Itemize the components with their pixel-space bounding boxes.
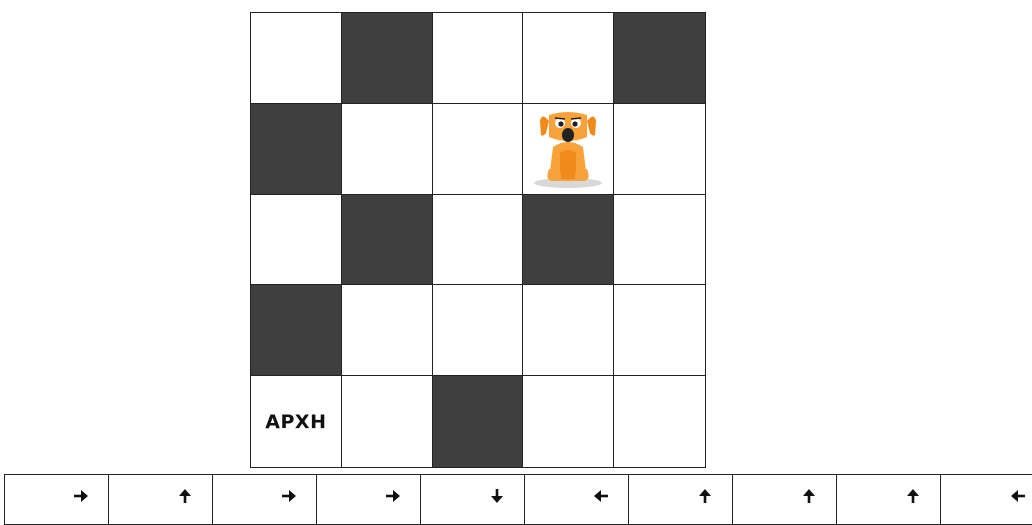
board-cell xyxy=(523,376,614,467)
game-board: ΑΡΧΗ xyxy=(250,12,706,468)
arrow-up-icon xyxy=(176,487,194,505)
board-cell-blocked xyxy=(251,104,342,195)
command-slot xyxy=(733,475,837,524)
command-slot xyxy=(109,475,213,524)
arrow-up-icon xyxy=(696,487,714,505)
arrow-right-icon xyxy=(72,487,90,505)
board-cell xyxy=(251,13,342,104)
board-cell xyxy=(342,285,433,376)
arrow-left-icon xyxy=(1009,487,1027,505)
board-cell-blocked xyxy=(614,13,705,104)
arrow-down-icon xyxy=(488,487,506,505)
board-cell xyxy=(523,13,614,104)
board-cell xyxy=(614,376,705,467)
arrow-up-icon xyxy=(904,487,922,505)
arrow-right-icon xyxy=(280,487,298,505)
board-cell xyxy=(251,195,342,286)
command-slot xyxy=(317,475,421,524)
board-cell xyxy=(614,285,705,376)
board-cell-blocked xyxy=(251,285,342,376)
arrow-left-icon xyxy=(592,487,610,505)
command-slot xyxy=(421,475,525,524)
command-slot xyxy=(213,475,317,524)
board-cell xyxy=(342,104,433,195)
board-cell-blocked xyxy=(342,13,433,104)
board-cell-blocked xyxy=(342,195,433,286)
board-cell xyxy=(342,376,433,467)
board-cell xyxy=(433,13,524,104)
board-cell xyxy=(614,195,705,286)
board-cell xyxy=(523,104,614,195)
command-sequence xyxy=(4,474,1032,525)
board-cell xyxy=(433,195,524,286)
start-label: ΑΡΧΗ xyxy=(265,411,326,433)
board-cell xyxy=(433,104,524,195)
arrow-right-icon xyxy=(384,487,402,505)
arrow-up-icon xyxy=(800,487,818,505)
command-slot xyxy=(837,475,941,524)
board-cell xyxy=(614,104,705,195)
board-cell: ΑΡΧΗ xyxy=(251,376,342,467)
board-cell-blocked xyxy=(523,195,614,286)
command-slot xyxy=(941,475,1032,524)
board-cell xyxy=(523,285,614,376)
command-slot xyxy=(525,475,629,524)
command-slot xyxy=(629,475,733,524)
board-cell xyxy=(433,285,524,376)
dog-icon xyxy=(531,107,605,191)
board-cell-blocked xyxy=(433,376,524,467)
command-slot xyxy=(5,475,109,524)
